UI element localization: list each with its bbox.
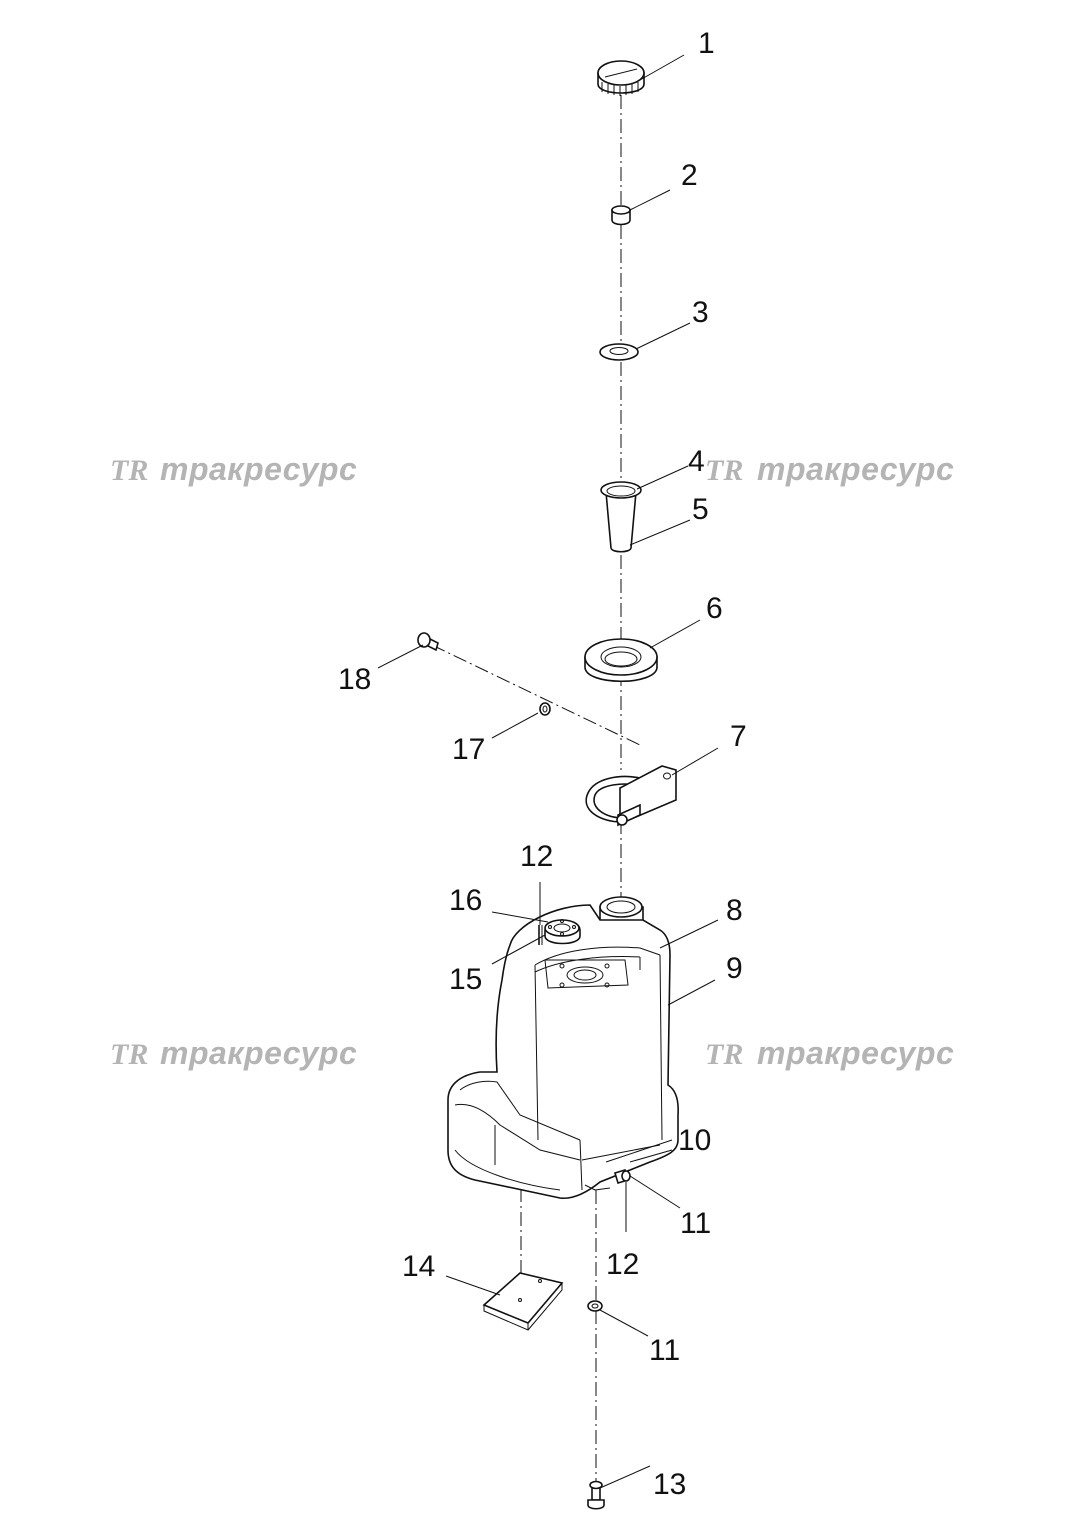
bolt-13-part[interactable] [587,1480,605,1510]
label-part-12-upper: 12 [520,840,553,873]
label-part-2: 2 [681,159,698,192]
label-part-10: 10 [678,1124,711,1157]
axis-side [431,644,641,746]
label-part-9: 9 [726,952,743,985]
watermark-top-left: TR тракресурс [110,451,357,487]
watermark-text: тракресурс [757,451,954,487]
label-part-6: 6 [706,592,723,625]
label-part-17: 17 [452,733,485,766]
watermark-text: тракресурс [757,1035,954,1071]
washer-17-part[interactable] [539,702,551,716]
label-part-8: 8 [726,894,743,927]
label-part-7: 7 [730,720,747,753]
washer-11-bottom-part[interactable] [587,1300,603,1312]
pad-14-part[interactable] [482,1272,564,1331]
watermark-bottom-left: TR тракресурс [110,1035,357,1071]
part-labels: 1 2 3 4 5 6 7 8 9 10 11 11 12 12 13 14 1… [338,27,747,1501]
label-part-13: 13 [653,1468,686,1501]
tank-part[interactable] [447,896,679,1200]
cap-part[interactable] [597,60,645,96]
watermark-logo: TR [705,454,743,487]
label-part-15: 15 [449,963,482,996]
label-part-12-lower: 12 [606,1248,639,1281]
watermark-logo: TR [110,454,148,487]
watermark-bottom-right: TR тракресурс [705,1035,954,1071]
label-part-1: 1 [698,27,715,60]
plug-part[interactable] [611,205,631,226]
leader-lines [377,54,719,1489]
bolt-18-part[interactable] [417,632,439,652]
label-part-11-upper: 11 [680,1207,711,1240]
washer-part[interactable] [599,343,639,361]
watermark-top-right: TR тракресурс [705,451,954,487]
bracket-part[interactable] [585,765,677,827]
watermark-text: тракресурс [160,451,357,487]
label-part-18: 18 [338,663,371,696]
watermark-text: тракресурс [160,1035,357,1071]
strainer-part[interactable] [600,481,642,553]
label-part-4: 4 [688,445,705,478]
seal-ring-part[interactable] [584,638,658,682]
watermark-logo: TR [705,1038,743,1071]
label-part-3: 3 [692,296,709,329]
label-part-14: 14 [402,1250,435,1283]
label-part-11-lower: 11 [649,1334,680,1367]
watermark-logo: TR [110,1038,148,1071]
label-part-16: 16 [449,884,482,917]
label-part-5: 5 [692,493,709,526]
